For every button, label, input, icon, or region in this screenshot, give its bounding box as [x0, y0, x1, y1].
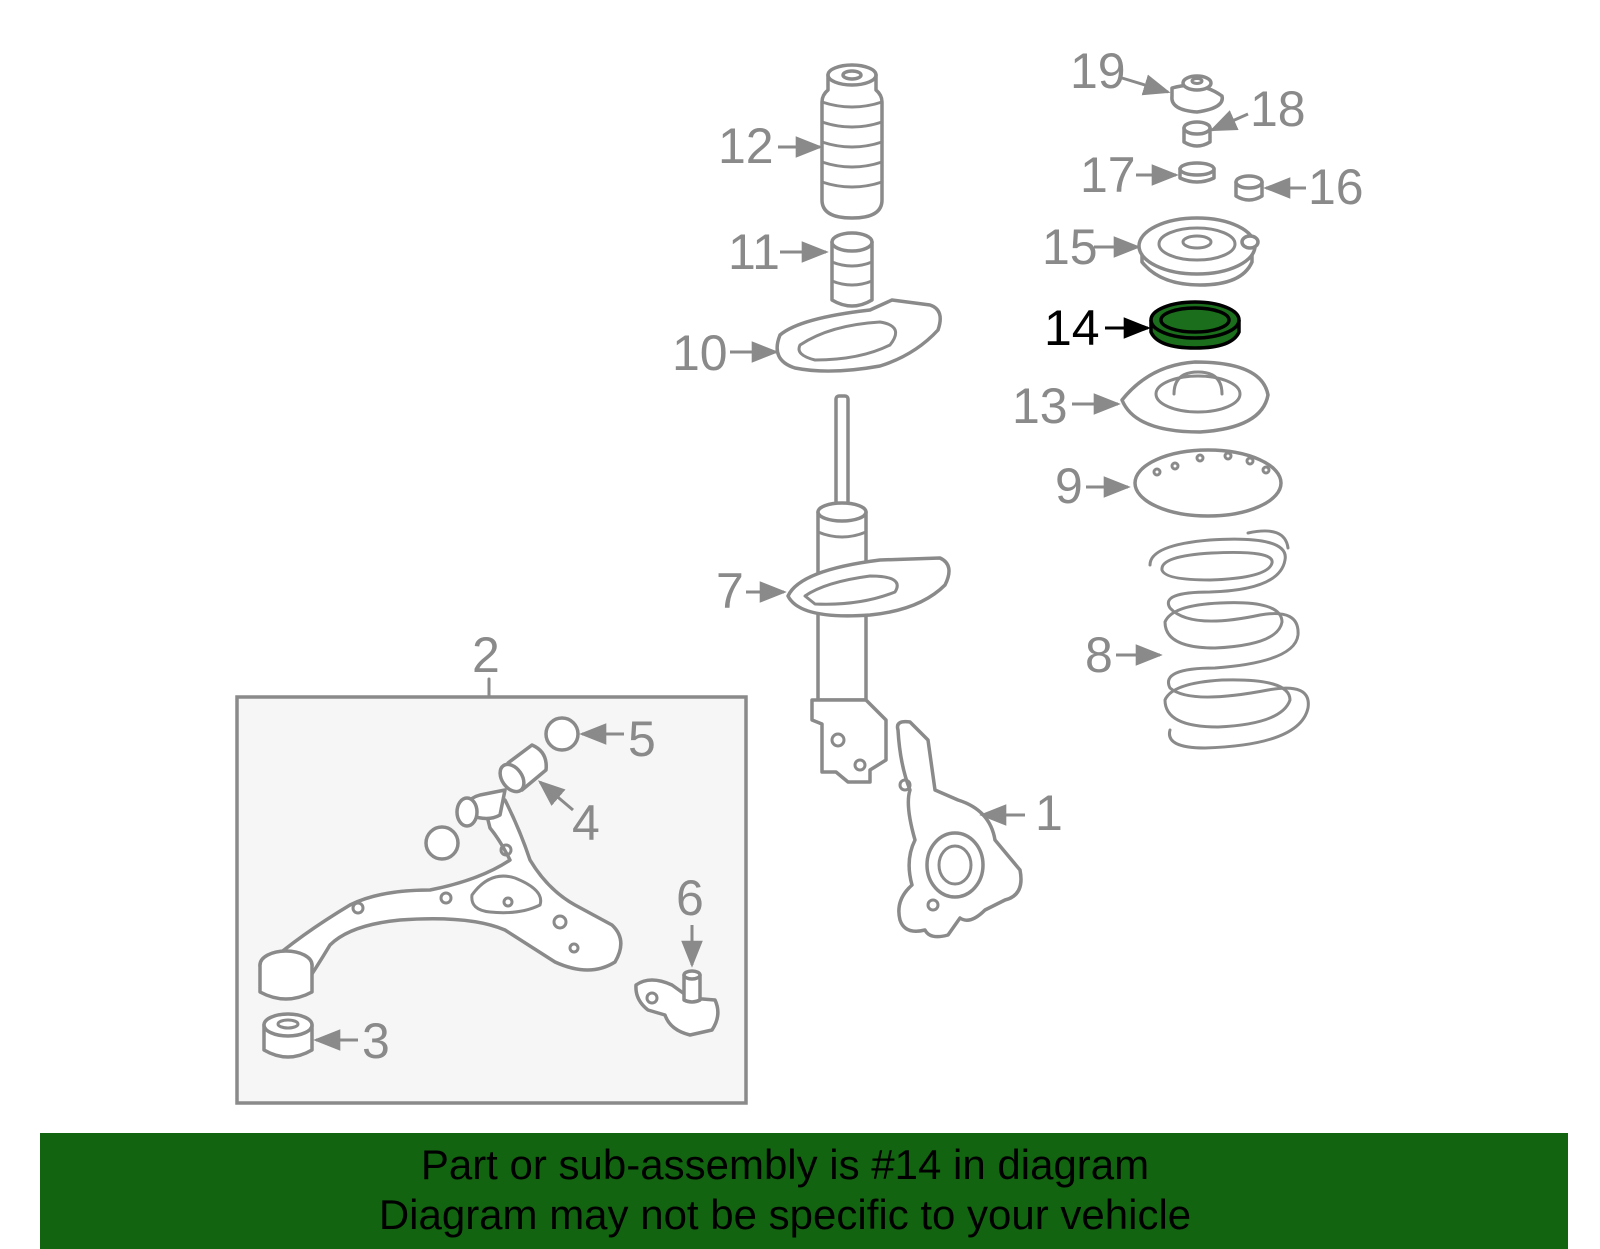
arrow-19 — [1121, 74, 1171, 96]
part-12-bump-stop-boot — [820, 63, 884, 220]
label-13: 13 — [1012, 378, 1068, 434]
label-17: 17 — [1080, 147, 1136, 203]
part-4-bushing — [498, 743, 548, 794]
part-16-cap — [1234, 174, 1264, 202]
part-11-bump-stopper — [830, 231, 874, 308]
arrow-4 — [537, 780, 574, 812]
label-3: 3 — [362, 1013, 390, 1069]
part-1-knuckle — [895, 719, 1023, 939]
label-19: 19 — [1070, 43, 1126, 99]
info-banner: Part or sub-assembly is #14 in diagram D… — [40, 1133, 1568, 1249]
part-15-strut-mount — [1137, 216, 1260, 287]
part-7-strut-assembly — [786, 394, 951, 784]
part-10-upper-bracket — [775, 298, 942, 373]
part-14-highlighted-bearing — [1149, 300, 1241, 350]
banner-line-1: Part or sub-assembly is #14 in diagram — [420, 1141, 1150, 1188]
arm-bushing-ring — [424, 825, 460, 861]
part-2-lower-control-arm — [258, 788, 623, 1001]
label-11: 11 — [728, 224, 780, 280]
label-14: 14 — [1044, 300, 1100, 356]
label-18: 18 — [1250, 81, 1306, 137]
part-8-coil-spring — [1148, 529, 1310, 750]
label-1: 1 — [1035, 785, 1063, 841]
label-2: 2 — [472, 627, 500, 683]
label-10: 10 — [672, 325, 728, 381]
part-18-nut — [1182, 120, 1212, 148]
label-8: 8 — [1085, 627, 1113, 683]
label-7: 7 — [716, 563, 744, 619]
part-9-spring-pad — [1133, 448, 1283, 518]
label-5: 5 — [628, 711, 656, 767]
label-4: 4 — [572, 795, 600, 851]
label-12: 12 — [718, 118, 774, 174]
part-13-spring-seat — [1120, 360, 1270, 434]
arrow-18 — [1209, 110, 1249, 132]
part-17-washer — [1178, 161, 1216, 184]
part-3-bushing — [262, 1012, 314, 1059]
label-15: 15 — [1042, 219, 1098, 275]
banner-line-2: Diagram may not be specific to your vehi… — [378, 1191, 1192, 1238]
label-9: 9 — [1055, 458, 1083, 514]
label-6: 6 — [676, 870, 704, 926]
part-5-ring — [544, 716, 580, 752]
part-19-mount-cap — [1170, 74, 1225, 114]
label-16: 16 — [1308, 159, 1364, 215]
part-6-ball-joint — [634, 969, 720, 1037]
